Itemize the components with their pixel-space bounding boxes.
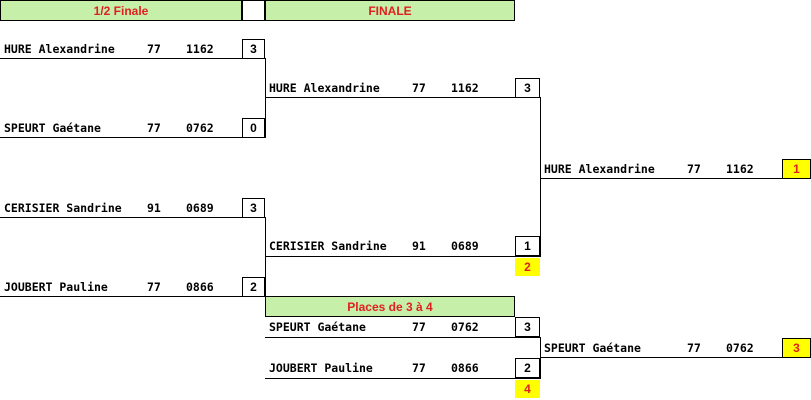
bracket-line [540, 357, 811, 358]
player-id: 1162 [726, 162, 754, 176]
player-id: 0866 [186, 280, 214, 294]
rank-badge-4: 4 [515, 380, 540, 398]
player-id: 0689 [186, 201, 214, 215]
bracket-line [0, 137, 265, 138]
bracket-line [0, 296, 265, 297]
player-dept: 77 [687, 162, 701, 176]
player-dept: 91 [147, 201, 161, 215]
player-name: JOUBERT Pauline [4, 280, 108, 294]
third-place-score-1: 3 [515, 317, 540, 337]
player-name: SPEURT Gaétane [544, 341, 641, 355]
player-name: SPEURT Gaétane [269, 320, 366, 334]
player-dept: 77 [147, 42, 161, 56]
rank-badge-3: 3 [782, 338, 811, 358]
player-id: 0762 [186, 121, 214, 135]
semifinal-score-1: 3 [242, 39, 265, 59]
player-name: SPEURT Gaétane [4, 121, 101, 135]
final-score-1: 3 [515, 78, 540, 98]
bracket-line [265, 256, 540, 257]
bracket-line [265, 97, 540, 98]
player-name: JOUBERT Pauline [269, 361, 373, 375]
bracket-line [0, 58, 265, 59]
bracket-line [265, 337, 540, 338]
player-id: 0762 [451, 320, 479, 334]
bracket-connector [540, 337, 541, 379]
player-dept: 77 [412, 81, 426, 95]
bracket-line [540, 178, 811, 179]
semifinal-score-4: 2 [242, 277, 265, 297]
player-id: 0866 [451, 361, 479, 375]
bracket-connector [265, 58, 266, 138]
player-name: CERISIER Sandrine [269, 239, 387, 253]
player-dept: 91 [412, 239, 426, 253]
header-spacer [242, 0, 265, 21]
bracket-connector [540, 97, 541, 257]
player-name: HURE Alexandrine [269, 81, 380, 95]
header-places-3-4: Places de 3 à 4 [265, 296, 515, 317]
bracket-connector [265, 217, 266, 297]
player-dept: 77 [412, 361, 426, 375]
bracket-line [265, 378, 540, 379]
player-dept: 77 [412, 320, 426, 334]
bracket-line [0, 217, 265, 218]
player-dept: 77 [687, 341, 701, 355]
player-dept: 77 [147, 121, 161, 135]
player-name: HURE Alexandrine [544, 162, 655, 176]
player-name: HURE Alexandrine [4, 42, 115, 56]
final-score-2: 1 [515, 236, 540, 256]
rank-badge-2: 2 [515, 258, 540, 276]
third-place-score-2: 2 [515, 358, 540, 378]
header-semifinal: 1/2 Finale [0, 0, 242, 21]
rank-badge-1: 1 [782, 159, 811, 179]
player-id: 0762 [726, 341, 754, 355]
semifinal-score-2: 0 [242, 118, 265, 138]
player-name: CERISIER Sandrine [4, 201, 122, 215]
semifinal-score-3: 3 [242, 198, 265, 218]
player-id: 0689 [451, 239, 479, 253]
player-id: 1162 [186, 42, 214, 56]
player-id: 1162 [451, 81, 479, 95]
header-final: FINALE [265, 0, 515, 21]
player-dept: 77 [147, 280, 161, 294]
